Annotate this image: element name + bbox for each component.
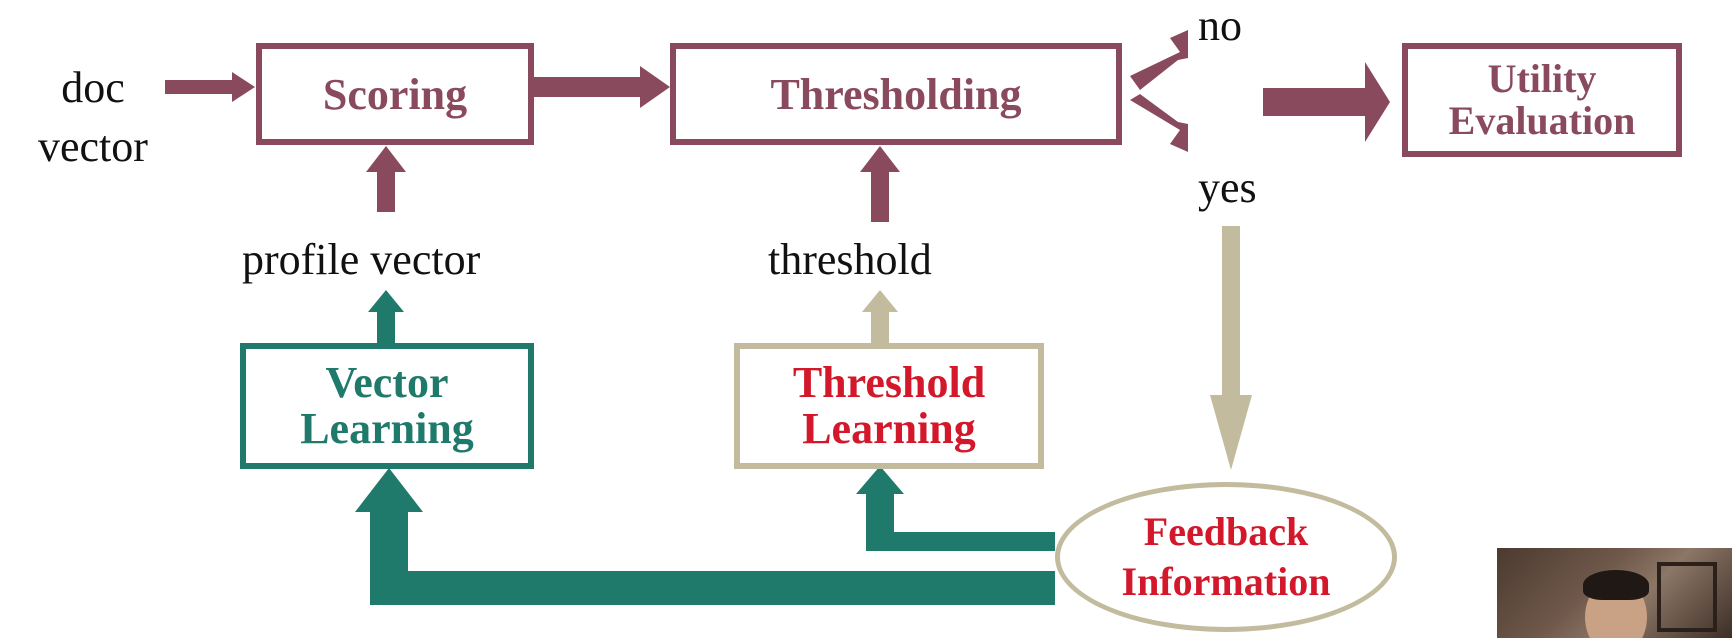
arrow-feedback-to-threshold-learning bbox=[856, 466, 1055, 551]
arrow-branch-no bbox=[1130, 30, 1188, 90]
threshold-learning-line1: Threshold bbox=[793, 360, 985, 406]
threshold-learning-box: Threshold Learning bbox=[734, 343, 1044, 469]
thresholding-box: Thresholding bbox=[670, 43, 1122, 145]
vector-label: vector bbox=[38, 117, 148, 176]
doc-label: doc bbox=[38, 58, 148, 117]
scoring-label: Scoring bbox=[323, 69, 467, 120]
scoring-box: Scoring bbox=[256, 43, 534, 145]
arrow-doc-to-scoring bbox=[165, 72, 255, 102]
arrow-yes-to-feedback bbox=[1210, 226, 1252, 470]
feedback-line1: Feedback bbox=[1144, 507, 1308, 557]
arrow-profile-to-scoring bbox=[366, 146, 406, 212]
no-label: no bbox=[1198, 4, 1242, 48]
presenter-webcam-icon bbox=[1497, 548, 1732, 638]
thresholding-label: Thresholding bbox=[770, 69, 1021, 120]
feedback-information-oval: Feedback Information bbox=[1055, 482, 1397, 632]
presenter-hair-shape bbox=[1583, 570, 1649, 600]
arrow-to-utility bbox=[1263, 62, 1390, 142]
utility-label: Utility bbox=[1488, 58, 1597, 100]
threshold-label: threshold bbox=[768, 238, 932, 282]
arrow-branch-yes bbox=[1130, 94, 1188, 152]
doc-vector-label: doc vector bbox=[38, 58, 148, 177]
threshold-learning-line2: Learning bbox=[802, 406, 976, 452]
evaluation-label: Evaluation bbox=[1449, 100, 1636, 142]
vector-learning-line1: Vector bbox=[326, 360, 449, 406]
arrow-vector-learning-to-profile bbox=[368, 290, 404, 343]
vector-learning-line2: Learning bbox=[300, 406, 474, 452]
bookshelf-shape bbox=[1657, 562, 1717, 632]
arrow-scoring-to-thresholding bbox=[534, 66, 670, 108]
profile-vector-label: profile vector bbox=[242, 238, 480, 282]
yes-label: yes bbox=[1198, 166, 1257, 210]
feedback-line2: Information bbox=[1122, 557, 1331, 607]
utility-evaluation-box: Utility Evaluation bbox=[1402, 43, 1682, 157]
arrow-threshold-to-thresholding bbox=[860, 146, 900, 222]
vector-learning-box: Vector Learning bbox=[240, 343, 534, 469]
arrow-threshold-learning-to-threshold bbox=[862, 290, 898, 343]
